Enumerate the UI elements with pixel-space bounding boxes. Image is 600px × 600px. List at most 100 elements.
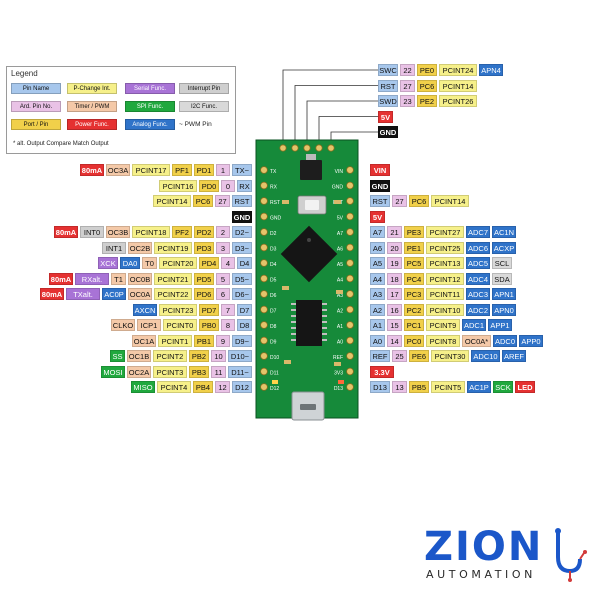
silk-label-left: D12	[270, 386, 279, 392]
pin-tag-timer: OC0A*	[462, 334, 491, 347]
pin-tag-analog: ADC2	[466, 303, 490, 316]
pin-tag-pin-change: PCINT14	[153, 195, 191, 207]
pin-tag-timer: CLKO	[111, 319, 135, 331]
pin-tag-analog: ADC5	[466, 257, 490, 269]
pin-tag-pin-change: PCINT25	[426, 241, 464, 254]
pin-tag-power: 80mA	[40, 288, 64, 300]
pin-tag-analog: AC1N	[492, 226, 516, 238]
pin-tag-pin-change: PCINT24	[439, 64, 477, 76]
leader-line	[318, 116, 378, 148]
pin-tag-pin-name: RX	[237, 179, 252, 192]
header-pad	[279, 144, 287, 152]
chip-lead	[291, 303, 296, 305]
pin-tag-pin-name: A2	[370, 303, 385, 316]
pin-tag-pin-change: PCINT2	[153, 350, 187, 362]
right-pin-pad	[346, 243, 354, 252]
chip-lead	[291, 315, 296, 317]
pin-tag-pin-name: SWC	[378, 64, 398, 76]
pin-tag-gnd: GND	[378, 126, 398, 138]
smd-component	[282, 286, 289, 290]
pin-tag-pin-name: A6	[370, 241, 385, 254]
pin-tag-pin-name: D7	[237, 303, 252, 316]
silk-label-left: D8	[270, 324, 277, 330]
pin-tag-pin-name: RST	[232, 195, 252, 207]
pin-tag-pin-name: A7	[370, 226, 385, 238]
pin-tag-pin-change: PCINT27	[426, 226, 464, 238]
left-pin-pad	[260, 336, 268, 345]
pin-tag-port: PB3	[189, 365, 209, 378]
pin-tag-ard-pin: 17	[387, 288, 402, 300]
pin-tag-port: PC6	[409, 195, 429, 207]
pin-tag-timer: OC1A	[132, 334, 156, 347]
pin-tag-ard-pin: 16	[387, 303, 402, 316]
pin-tag-ard-pin: 10	[211, 350, 226, 362]
pin-tag-pin-name: RST	[370, 195, 390, 207]
pin-tag-ard-pin: 9	[216, 334, 230, 347]
pin-tag-pin-name: A5	[370, 257, 385, 269]
left-pin-pad	[260, 305, 268, 314]
pin-tag-ard-pin: 6	[216, 288, 230, 300]
pin-tag-analog: ADC1	[462, 319, 486, 331]
pin-tag-pin-name: D12	[232, 381, 252, 393]
right-pin-pad	[346, 290, 354, 298]
pin-tag-pin-change: PCINT4	[157, 381, 191, 393]
pin-tag-port: PE2	[417, 95, 437, 107]
smd-component	[334, 362, 341, 366]
pin-tag-port: PF1	[172, 164, 192, 176]
reset-button-cap	[305, 200, 319, 210]
zion-automation-logo: ZION AUTOMATION	[420, 525, 590, 585]
silk-label-right: A0	[337, 340, 343, 346]
right-pin-pad	[346, 383, 354, 391]
legend-title: Legend	[11, 69, 38, 78]
silk-label-right: REF	[333, 355, 343, 361]
pin-tag-timer: OC3A	[106, 164, 130, 176]
header-pad	[315, 144, 323, 152]
legend-item-ard-pin: Ard. Pin No.	[11, 101, 61, 112]
pin-tag-port: PC1	[404, 319, 424, 331]
pin-tag-ard-pin: 7	[221, 303, 235, 316]
silk-label-left: RX	[270, 185, 278, 191]
pin-tag-analog: APP0	[519, 334, 543, 347]
left-pin-pad	[260, 290, 268, 298]
header-pad	[303, 144, 311, 152]
chip-lead	[322, 339, 327, 341]
pin-tag-pin-name: SWD	[378, 95, 398, 107]
pin-tag-analog: APN1	[492, 288, 516, 300]
pin-tag-interrupt: INT0	[80, 226, 104, 238]
pin-tag-pin-change: PCINT9	[426, 319, 460, 331]
right-pin-pad	[346, 305, 354, 314]
pin-tag-pin-change: PCINT11	[426, 288, 464, 300]
pin-tag-pin-name: D4	[237, 257, 252, 269]
right-pin-pad	[346, 228, 354, 236]
left-pin-pad	[260, 181, 268, 190]
regulator-tab	[306, 154, 316, 160]
pin-tag-serial: XCK	[98, 257, 118, 269]
pin-tag-pin-name: D3~	[232, 241, 252, 254]
chip-lead	[322, 303, 327, 305]
silk-label-right: A6	[337, 247, 343, 253]
silk-label-left: TX	[270, 169, 277, 175]
left-pin-pad	[260, 352, 268, 360]
right-pin-pad	[346, 181, 354, 190]
pin-tag-pin-name: D8	[237, 319, 252, 331]
pin-tag-timer: T1	[111, 272, 126, 285]
pin-tag-pin-change: PCINT10	[426, 303, 464, 316]
legend-item-spi: SPI Func.	[125, 101, 175, 112]
pin-tag-power: VIN	[370, 164, 390, 176]
legend-item-port: Port / Pin	[11, 119, 61, 130]
left-pin-pad	[260, 259, 268, 267]
silk-label-left: RST	[270, 200, 280, 206]
legend-item-power: Power Func.	[67, 119, 117, 130]
pin-tag-ard-pin: 12	[215, 381, 230, 393]
legend-note: * alt. Output Compare Match Output	[13, 141, 109, 147]
pin-tag-spi: MISO	[131, 381, 155, 393]
pin-tag-ard-pin: 20	[387, 241, 402, 254]
pin-tag-power: LED	[515, 381, 535, 393]
pin-tag-ard-pin: 25	[392, 350, 407, 362]
silk-label-left: D5	[270, 278, 277, 284]
pin-tag-pin-name: D10~	[228, 350, 252, 362]
pin-tag-port: PE6	[409, 350, 429, 362]
pin-tag-pin-name: D11~	[228, 365, 252, 378]
pin-tag-pin-change: PCINT14	[431, 195, 469, 207]
pin-tag-power: 5V	[378, 110, 393, 123]
